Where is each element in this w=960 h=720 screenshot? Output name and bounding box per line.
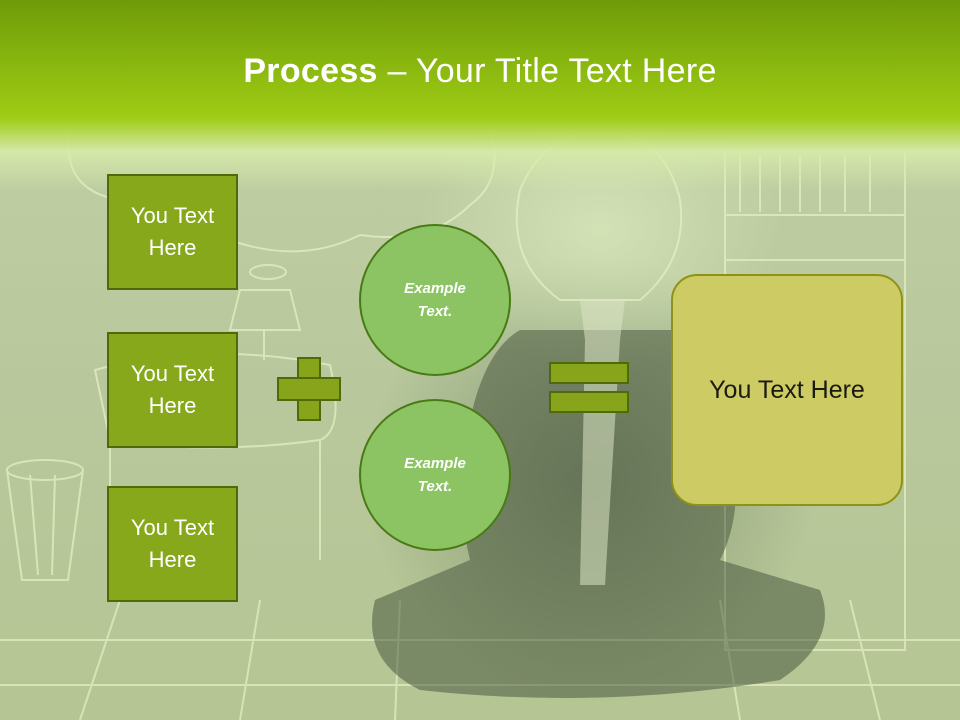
example-circle-1-label: Example Text. — [404, 280, 466, 320]
input-box-2: You Text Here — [107, 332, 238, 448]
example-circle-2: Example Text. — [359, 399, 511, 551]
input-box-2-label: You Text Here — [130, 361, 215, 418]
result-box-label: You Text Here — [709, 375, 865, 404]
page-title: Process – Your Title Text Here — [0, 52, 960, 91]
input-box-3-label: You Text Here — [130, 515, 215, 572]
title-rest-text: – Your Title Text Here — [377, 52, 717, 90]
example-circle-1: Example Text. — [359, 224, 511, 376]
input-box-1-label: You Text Here — [130, 203, 215, 260]
input-box-1: You Text Here — [107, 174, 238, 290]
result-box: You Text Here — [671, 274, 903, 506]
example-circle-2-label: Example Text. — [404, 455, 466, 495]
header-band — [0, 0, 960, 190]
title-bold-text: Process — [243, 52, 378, 90]
input-box-3: You Text Here — [107, 486, 238, 602]
